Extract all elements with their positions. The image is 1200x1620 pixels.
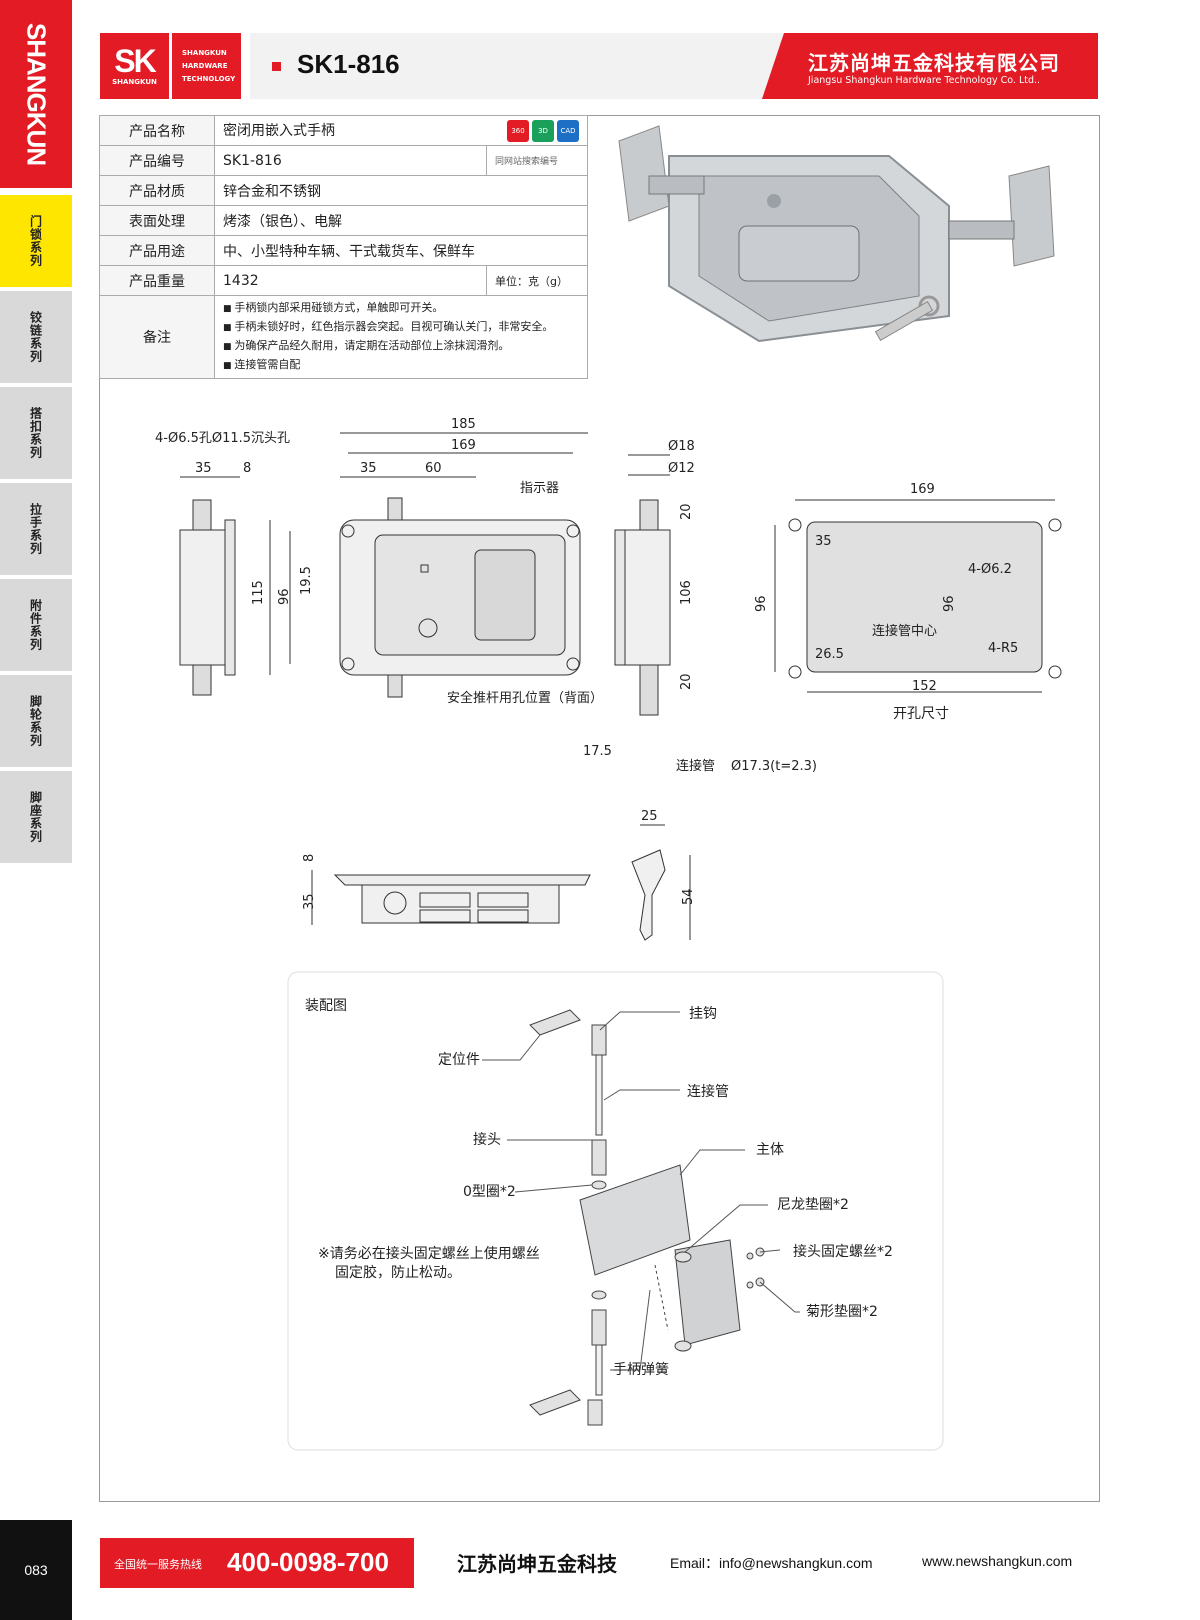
title-bullet — [272, 62, 281, 71]
footer-email[interactable]: Email：info@newshangkun.com — [670, 1555, 873, 1571]
dim-key-54: 54 — [681, 888, 696, 905]
page-number: 083 — [0, 1520, 72, 1620]
assembly-label-oring: 0型圈*2 — [463, 1184, 516, 1200]
assembly-label-spring: 手柄弹簧 — [613, 1362, 669, 1378]
label-indicator: 指示器 — [520, 481, 559, 496]
sidebar-tab-hasps[interactable]: 搭扣系列 — [0, 387, 72, 479]
hotline-banner: 全国统一服务热线 400-0098-700 — [100, 1538, 414, 1588]
dim-8: 8 — [243, 461, 251, 476]
product-code-title: SK1-816 — [297, 49, 400, 79]
assembly-label-screw: 接头固定螺丝*2 — [793, 1243, 893, 1260]
dim-cut-r5: 4-R5 — [988, 641, 1018, 656]
cad-download-icon[interactable]: CAD — [557, 119, 579, 142]
technical-drawings: 4-Ø6.5孔Ø11.5沉头孔 185 169 35 60 35 8 指示器 1… — [155, 417, 1062, 1451]
company-name-cn: 江苏尚坤五金科技有限公司 — [808, 51, 1060, 75]
hotline-label: 全国统一服务热线 — [114, 1558, 202, 1571]
hotline-number[interactable]: 400-0098-700 — [227, 1547, 389, 1577]
content-frame — [99, 115, 1100, 1502]
cut-title: 开孔尺寸 — [893, 706, 949, 722]
3d-model-icon[interactable]: 3D — [532, 119, 554, 142]
sidebar-tab-hinges[interactable]: 铰链系列 — [0, 291, 72, 383]
dim-cut-152: 152 — [912, 679, 937, 694]
assembly-title: 装配图 — [305, 998, 347, 1014]
dim-pipe-spec: Ø17.3(t=2.3) — [731, 759, 817, 774]
dim-d18: Ø18 — [668, 439, 695, 454]
dim-cut-96-right: 96 — [942, 595, 957, 612]
dim-169: 169 — [451, 438, 476, 453]
product-photo — [589, 116, 1098, 391]
logo-mark: SK SHANGKUN — [100, 33, 169, 99]
spec-row-code: 产品编号 SK1-816 同网站搜索编号 — [99, 145, 588, 176]
dim-cut-35: 35 — [815, 534, 832, 549]
logo-wordmark: SHANGKUN HARDWARE TECHNOLOGY — [172, 33, 241, 99]
dim-20-top: 20 — [679, 503, 694, 520]
assembly-label-hook: 挂钩 — [689, 1006, 717, 1022]
footer-company: 江苏尚坤五金科技 — [457, 1552, 617, 1576]
assembly-label-locator: 定位件 — [438, 1052, 480, 1068]
dim-19-5: 19.5 — [299, 566, 314, 595]
sidebar: SHANGKUN 门锁系列 铰链系列 搭扣系列 拉手系列 附件系列 脚轮系列 脚… — [0, 0, 72, 1620]
dim-side-35b: 35 — [302, 893, 317, 910]
label-safety-hole: 安全推杆用孔位置（背面） — [447, 690, 603, 706]
360-view-icon[interactable]: 360 — [507, 119, 529, 142]
brand-logo: SK SHANGKUN SHANGKUN HARDWARE TECHNOLOGY — [100, 33, 241, 99]
label-pipe-center: 连接管中心 — [872, 623, 937, 639]
assembly-label-nylon: 尼龙垫圈*2 — [777, 1197, 849, 1213]
dim-cut-96-left: 96 — [754, 595, 769, 612]
dim-35: 35 — [360, 461, 377, 476]
sidebar-tab-feet[interactable]: 脚座系列 — [0, 771, 72, 863]
sidebar-brand: SHANGKUN — [0, 0, 72, 188]
dim-cut-169: 169 — [910, 482, 935, 497]
dim-106: 106 — [679, 580, 694, 605]
company-banner: 江苏尚坤五金科技有限公司 Jiangsu Shangkun Hardware T… — [762, 33, 1098, 99]
notes-list: 手柄锁内部采用碰锁方式，单触即可开关。 手柄未锁好时，红色指示器会突起。目视可确… — [223, 299, 579, 375]
sidebar-tab-accessories[interactable]: 附件系列 — [0, 579, 72, 671]
dim-60: 60 — [425, 461, 442, 476]
spec-row-material: 产品材质 锌合金和不锈钢 — [99, 175, 588, 206]
dim-20-bottom: 20 — [679, 673, 694, 690]
dim-side-8: 8 — [302, 854, 317, 862]
dim-185: 185 — [451, 417, 476, 432]
assembly-label-body: 主体 — [756, 1142, 784, 1158]
assembly-label-washer: 菊形垫圈*2 — [806, 1304, 878, 1320]
assembly-label-joint: 接头 — [473, 1131, 501, 1148]
dim-side-35: 35 — [195, 461, 212, 476]
dim-cut-holes: 4-Ø6.2 — [968, 562, 1012, 577]
spec-row-notes: 备注 手柄锁内部采用碰锁方式，单触即可开关。 手柄未锁好时，红色指示器会突起。目… — [99, 295, 588, 379]
sidebar-tab-door-locks[interactable]: 门锁系列 — [0, 195, 72, 287]
assembly-warning-line2: 固定胶，防止松动。 — [335, 1264, 461, 1281]
sidebar-tab-handles[interactable]: 拉手系列 — [0, 483, 72, 575]
dim-d12: Ø12 — [668, 461, 695, 476]
assembly-warning-line1: ※请务必在接头固定螺丝上使用螺丝 — [318, 1245, 540, 1262]
spec-row-surface: 表面处理 烤漆（银色）、电解 — [99, 205, 588, 236]
dim-115: 115 — [251, 580, 266, 605]
sidebar-tab-casters[interactable]: 脚轮系列 — [0, 675, 72, 767]
dim-key-25: 25 — [641, 809, 658, 824]
assembly-label-pipe: 连接管 — [687, 1083, 729, 1100]
company-name-en: Jiangsu Shangkun Hardware Technology Co.… — [808, 75, 1041, 86]
dim-17-5: 17.5 — [583, 744, 612, 759]
label-pipe: 连接管 — [676, 758, 715, 774]
dim-holes: 4-Ø6.5孔Ø11.5沉头孔 — [155, 431, 290, 446]
dim-96: 96 — [277, 588, 292, 605]
footer-website[interactable]: www.newshangkun.com — [922, 1553, 1073, 1569]
dim-cut-26-5: 26.5 — [815, 647, 844, 662]
